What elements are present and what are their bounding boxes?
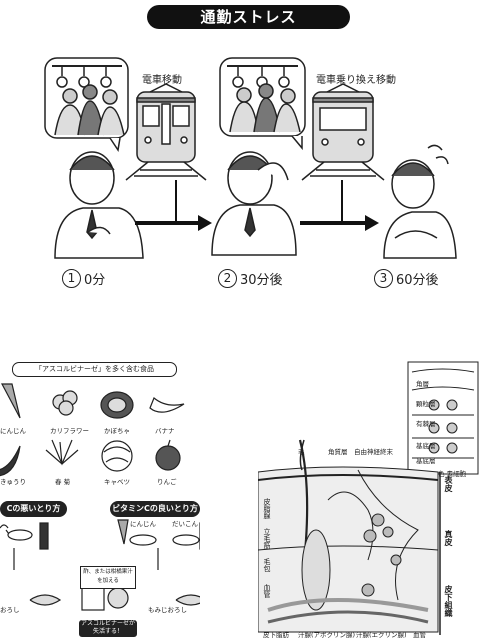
arrow-1: [135, 180, 212, 231]
step-3-label: 60分後: [396, 273, 439, 288]
layer-3: 有棘層: [416, 420, 436, 428]
label-ekurin: 汗腺(エクリン腺): [356, 631, 407, 639]
carrot-icon: [1, 383, 21, 419]
label-moho: 毛包: [263, 558, 271, 572]
good-daikon: だいこん: [172, 520, 198, 528]
food-cabbage: キャベツ: [104, 478, 130, 486]
layer-2: 顆粒層: [416, 400, 436, 408]
cucumber-icon: [0, 445, 21, 477]
food-banana: バナナ: [155, 427, 175, 435]
food-ninjin: にんじん: [0, 427, 26, 435]
crowd-box-2: [219, 57, 306, 151]
pumpkin-icon: [100, 391, 134, 419]
layer-1: 角層: [416, 380, 429, 388]
label-kekkan: 血管: [263, 584, 271, 598]
label-hika: 皮下脂肪: [263, 631, 289, 639]
step-3-number: 3: [374, 269, 393, 288]
man-3: [383, 144, 457, 259]
foods-illustration: [0, 383, 200, 611]
label-shihi: 皮脂腺: [263, 498, 271, 519]
train-1: [125, 83, 207, 181]
crowd-box-1: [44, 57, 129, 152]
good-ninjin: にんじん: [130, 520, 156, 528]
foods-title: 「アスコルビナーゼ」を多く含む食品: [12, 362, 177, 377]
shungiku-icon: [45, 439, 79, 466]
vinegar-note: 酢、または柑橘果汁を加える: [80, 566, 136, 589]
layer-4: 基底層: [416, 442, 436, 450]
bad-result: おろし: [0, 606, 20, 614]
label-apokurin: 汗腺(アポクリン腺): [298, 631, 356, 639]
food-ringo: りんご: [157, 478, 177, 486]
train-label-2: 電車乗り換え移動: [316, 75, 396, 86]
food-shungiku: 春 菊: [55, 478, 71, 486]
train-2: [301, 83, 385, 181]
page-title: 通勤ストレス: [147, 5, 350, 29]
arrow-2: [300, 180, 379, 231]
step-2-label: 30分後: [240, 273, 283, 288]
commute-illustration: [44, 57, 457, 259]
man-2: [211, 151, 297, 256]
bad-method-title: Cの悪いとり方: [0, 501, 67, 517]
pigment-cell-label: 色 素細胞: [438, 470, 467, 478]
step-1-number: 1: [62, 269, 81, 288]
layer-5: 基底層: [416, 457, 436, 465]
good-result: もみじおろし: [148, 606, 187, 614]
food-cauliflower: カリフラワー: [50, 427, 89, 435]
label-kakushitsu: 角質層: [328, 448, 348, 456]
banana-icon: [149, 397, 185, 413]
step-2-number: 2: [218, 269, 237, 288]
step-3: 3 60分後: [374, 269, 439, 288]
label-gyokan: 血管: [413, 631, 426, 639]
skin-diagram: [258, 361, 479, 635]
step-2: 2 30分後: [218, 269, 283, 288]
man-1: [54, 151, 144, 259]
label-hyohi: 表皮: [444, 476, 453, 492]
ascorbinase-badge: アスコルビナーゼが失活する！: [79, 620, 137, 637]
label-shinpi: 真皮: [444, 530, 453, 546]
label-ritsumo: 立毛筋: [263, 528, 271, 549]
good-method-title: ビタミンCの良いとり方: [110, 501, 200, 517]
cauliflower-icon: [52, 390, 78, 416]
label-hika-soshiki: 皮下組織: [444, 585, 453, 617]
train-label-1: 電車移動: [142, 75, 182, 86]
food-kabocha: かぼちゃ: [104, 427, 130, 435]
label-hair: 毛: [298, 448, 305, 456]
step-1: 1 0分: [62, 269, 105, 288]
step-1-label: 0分: [84, 273, 106, 288]
food-kyuri: きゅうり: [0, 478, 26, 486]
apple-icon: [155, 439, 181, 471]
cabbage-icon: [101, 440, 133, 472]
label-jiyu: 自由神経終末: [354, 448, 393, 456]
carrot-good-icon: [117, 519, 129, 545]
